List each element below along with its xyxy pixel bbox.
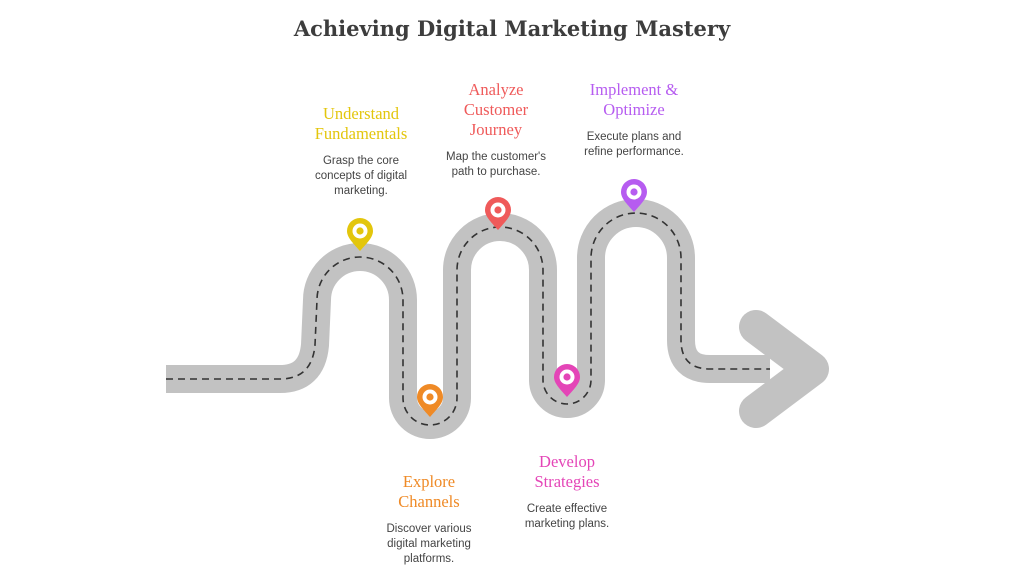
stage-description-line: path to purchase. xyxy=(451,166,541,178)
stage-description-line: Discover various xyxy=(386,523,472,535)
stage-title: Understand Fundamentals xyxy=(276,104,446,144)
stage-implement-optimize: Implement & Optimize Execute plans and r… xyxy=(549,80,719,160)
stage-title-line: Implement & xyxy=(589,80,679,99)
stage-description-line: refine performance. xyxy=(584,146,684,158)
stage-description-line: marketing plans. xyxy=(524,518,610,530)
stage-title-line: Develop xyxy=(539,452,595,471)
page-title: Achieving Digital Marketing Mastery xyxy=(293,16,731,41)
stage-description: Create effective marketing plans. xyxy=(482,502,652,532)
stage-description: Grasp the core concepts of digital marke… xyxy=(276,154,446,199)
stage-understand-fundamentals: Understand Fundamentals Grasp the core c… xyxy=(276,104,446,199)
map-pin-icon xyxy=(554,364,580,397)
stage-analyze-customer-journey: Analyze Customer Journey Map the custome… xyxy=(411,80,581,180)
map-pin-icon xyxy=(417,384,443,417)
stage-title-line: Understand xyxy=(322,104,400,123)
stage-title-line: Channels xyxy=(398,492,460,511)
stage-title: Explore Channels xyxy=(344,472,514,512)
stage-title-line: Explore xyxy=(402,472,456,491)
map-pin-icon xyxy=(621,179,647,212)
stage-description: Map the customer's path to purchase. xyxy=(411,150,581,180)
stage-title-line: Optimize xyxy=(603,100,665,119)
stage-description-line: platforms. xyxy=(403,553,455,565)
stage-description: Execute plans and refine performance. xyxy=(549,130,719,160)
stage-title: Implement & Optimize xyxy=(549,80,719,120)
stage-explore-channels: Explore Channels Discover various digita… xyxy=(344,472,514,567)
stage-description: Discover various digital marketing platf… xyxy=(344,522,514,567)
stage-title-line: Customer xyxy=(463,100,529,119)
stage-description-line: digital marketing xyxy=(387,538,471,550)
stage-title-line: Journey xyxy=(469,120,523,139)
stage-description-line: Map the customer's xyxy=(446,151,546,163)
arrow-head-icon xyxy=(739,310,829,428)
stage-description-line: marketing. xyxy=(334,185,388,197)
stage-title-line: Strategies xyxy=(534,472,600,491)
stage-title-line: Fundamentals xyxy=(314,124,408,143)
stage-develop-strategies: Develop Strategies Create effective mark… xyxy=(482,452,652,532)
stage-title-line: Analyze xyxy=(468,80,524,99)
map-pin-icon xyxy=(485,197,511,230)
stage-title: Develop Strategies xyxy=(482,452,652,492)
map-pin-icon xyxy=(347,218,373,251)
stage-description-line: Execute plans and xyxy=(586,131,682,143)
stage-description-line: Grasp the core xyxy=(322,155,400,167)
stage-title: Analyze Customer Journey xyxy=(411,80,581,140)
stage-description-line: concepts of digital xyxy=(314,170,408,182)
stage-description-line: Create effective xyxy=(526,503,608,515)
